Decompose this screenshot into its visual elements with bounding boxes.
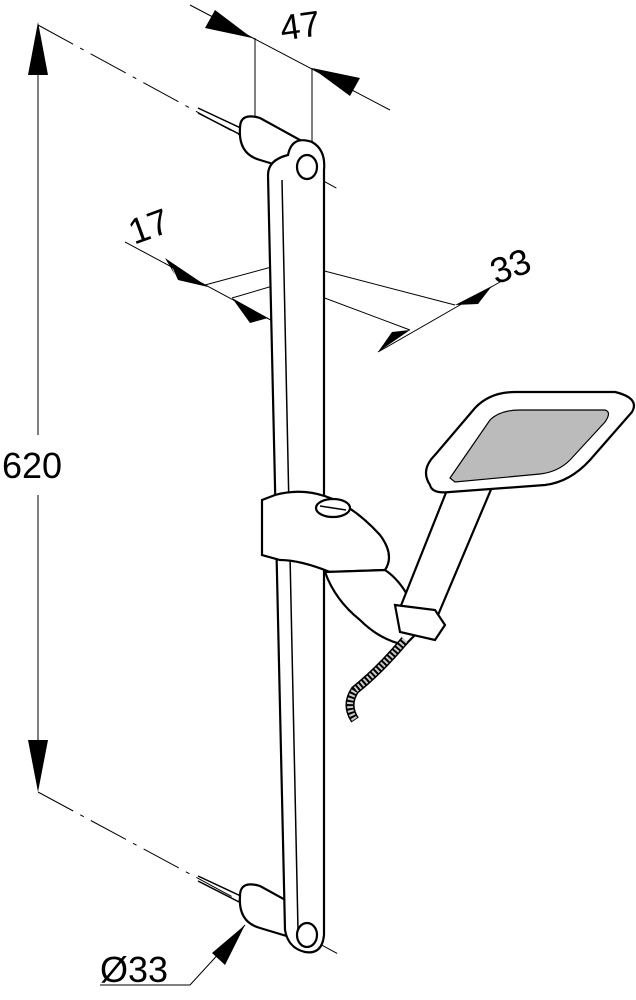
dim-33: 33	[485, 240, 537, 292]
slider-holder	[260, 490, 422, 647]
mount-spacing-dimension	[189, 4, 391, 145]
hose	[345, 637, 409, 723]
dim-620: 620	[2, 445, 62, 486]
height-dimension	[28, 22, 341, 956]
diameter-leader	[100, 924, 246, 986]
hand-shower	[393, 390, 636, 642]
depth-small-dimension	[124, 241, 311, 326]
dim-diameter-33: Ø33	[100, 949, 168, 990]
dim-47: 47	[277, 2, 322, 48]
